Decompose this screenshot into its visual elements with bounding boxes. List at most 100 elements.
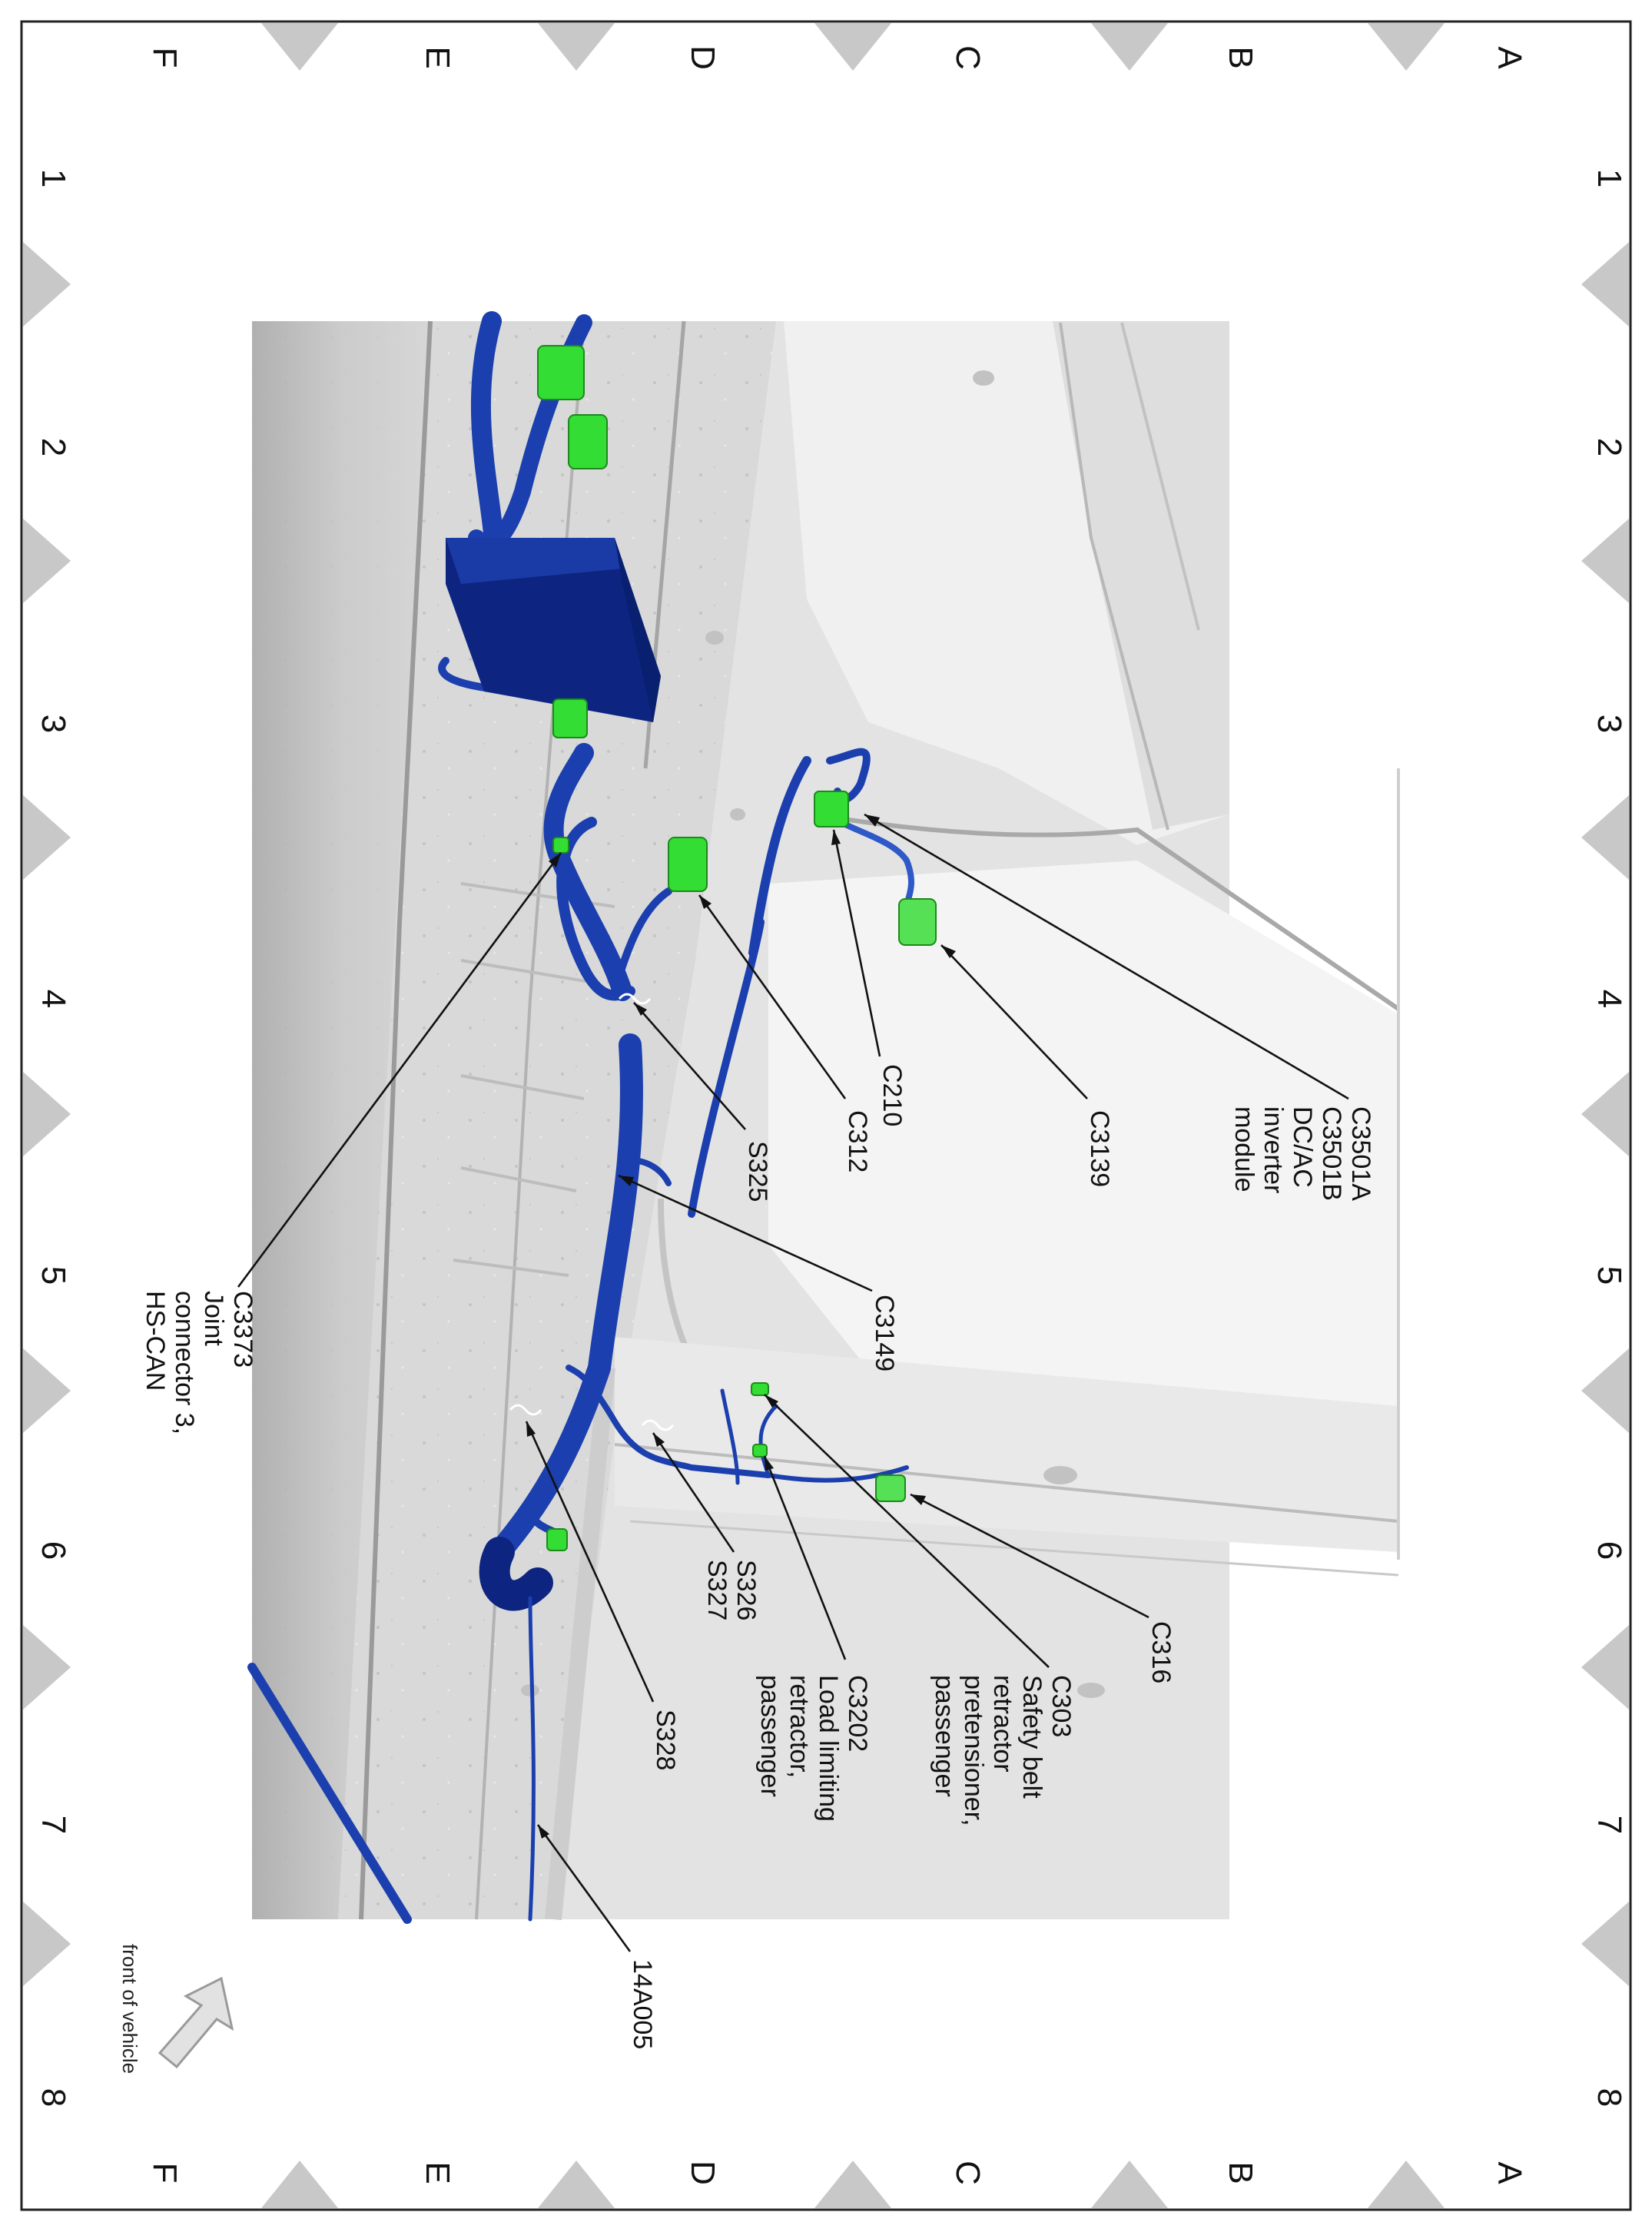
- callout-line: passenger: [755, 1675, 785, 1797]
- leader-s326-s327: [652, 1432, 735, 1553]
- callout-line: connector 3,: [170, 1291, 199, 1434]
- grid-row-labels-top: A B C D E F: [146, 45, 1528, 70]
- callout-line: S327: [702, 1560, 731, 1620]
- callout-line: C312: [843, 1110, 872, 1172]
- callout-line: S325: [743, 1141, 772, 1202]
- callout-c3373: C3373 Joint connector 3, HS-CAN: [141, 1291, 257, 1434]
- callout-line: S328: [651, 1710, 680, 1770]
- callout-line: pretensioner,: [959, 1675, 988, 1826]
- zone-markers: [23, 23, 1629, 2208]
- leader-14a005: [536, 1824, 632, 1952]
- front-of-vehicle-indicator: front of vehicle: [118, 1944, 234, 2074]
- callout-c210: C210: [877, 1064, 907, 1126]
- callout-line: C3202: [843, 1675, 872, 1752]
- callout-line: C303: [1047, 1675, 1076, 1737]
- grid-column-label: 7: [1591, 1816, 1628, 1834]
- connector: [537, 345, 585, 400]
- leader-c3202: [763, 1455, 847, 1660]
- grid-column-label: 4: [35, 990, 72, 1008]
- grid-row-labels-bottom: A B C D E F: [146, 2161, 1528, 2185]
- callout-line: module: [1229, 1106, 1259, 1192]
- grid-row-label: E: [419, 2161, 456, 2184]
- connector: [814, 791, 849, 827]
- leader-s325: [633, 1002, 746, 1130]
- leader-c3139: [940, 944, 1088, 1099]
- callout-line: C3501A: [1346, 1106, 1375, 1201]
- grid-column-label: 2: [35, 438, 72, 456]
- connector: [552, 837, 569, 854]
- callout-line: Joint: [199, 1291, 228, 1346]
- grid-column-label: 7: [35, 1816, 72, 1834]
- grid-column-label: 3: [1591, 715, 1628, 733]
- leader-c3501: [864, 813, 1349, 1100]
- vehicle-body-render: [252, 320, 1414, 1921]
- splice-markers: [509, 993, 675, 1431]
- callout-s326-s327: S326 S327: [702, 1560, 761, 1620]
- leader-c210: [832, 829, 881, 1057]
- callout-c3139: C3139: [1085, 1110, 1114, 1187]
- callout-line: C3501B: [1317, 1106, 1346, 1201]
- leader-c303: [764, 1394, 1050, 1668]
- grid-column-label: 5: [1591, 1266, 1628, 1285]
- connector: [898, 898, 937, 946]
- front-arrow-icon: [158, 1976, 234, 2069]
- connector: [552, 698, 588, 738]
- grid-row-label: F: [146, 2163, 184, 2184]
- front-of-vehicle-label: front of vehicle: [118, 1944, 141, 2074]
- grid-column-label: 8: [35, 2088, 72, 2107]
- callout-c312: C312: [843, 1110, 872, 1172]
- callout-line: C210: [877, 1064, 907, 1126]
- callout-c3202: C3202 Load limiting retractor, passenger: [755, 1675, 872, 1822]
- callout-line: Load limiting: [814, 1675, 843, 1822]
- dc-ac-inverter-module-body: [446, 538, 661, 722]
- drawing-frame: [20, 20, 1632, 2211]
- grid-row-label: A: [1491, 2161, 1528, 2184]
- callout-line: Safety belt: [1017, 1675, 1047, 1799]
- callout-line: DC/AC: [1288, 1106, 1317, 1188]
- callout-line: HS-CAN: [141, 1291, 170, 1391]
- connector: [546, 1528, 568, 1551]
- leader-c3373: [237, 852, 562, 1288]
- grid-row-label: A: [1491, 46, 1528, 69]
- grid-column-label: 3: [35, 715, 72, 733]
- grid-row-label: D: [684, 2161, 722, 2185]
- callout-line: C3139: [1085, 1110, 1114, 1187]
- callout-c316: C316: [1146, 1621, 1176, 1683]
- callout-line: passenger: [930, 1675, 959, 1797]
- grid-column-label: 8: [1591, 2088, 1628, 2107]
- leader-c312: [698, 894, 847, 1099]
- grid-column-label: 6: [1591, 1541, 1628, 1560]
- grid-row-label: B: [1222, 46, 1259, 68]
- leader-c3149: [618, 1174, 873, 1292]
- grid-row-label: C: [949, 2161, 987, 2185]
- connector: [668, 837, 708, 892]
- grid-column-label: 5: [35, 1266, 72, 1285]
- grid-column-label: 1: [1591, 169, 1628, 187]
- connector: [752, 1444, 768, 1458]
- callout-line: C3373: [228, 1291, 257, 1368]
- callout-c3149: C3149: [870, 1295, 899, 1371]
- grid-column-label: 4: [1591, 990, 1628, 1008]
- harness-connectors: [537, 345, 937, 1551]
- connector: [751, 1382, 769, 1396]
- grid-column-label: 6: [35, 1541, 72, 1560]
- grid-row-label: F: [146, 48, 184, 68]
- callout-line: retractor,: [785, 1675, 814, 1778]
- callout-c303: C303 Safety belt retractor pretensioner,…: [930, 1675, 1076, 1826]
- callout-line: inverter: [1259, 1106, 1288, 1193]
- callout-c3501: C3501A C3501B DC/AC inverter module: [1229, 1106, 1375, 1201]
- grid-row-label: C: [949, 45, 987, 70]
- grid-column-label: 2: [1591, 438, 1628, 456]
- leader-c316: [910, 1493, 1149, 1619]
- connector: [875, 1474, 906, 1502]
- grid-row-label: B: [1222, 2161, 1259, 2184]
- grid-column-labels-right: 1 2 3 4 5 6 7 8: [1591, 169, 1628, 2107]
- leader-lines: [237, 813, 1349, 1952]
- callout-s325: S325: [743, 1141, 772, 1202]
- callout-line: S326: [731, 1560, 761, 1620]
- connector: [568, 414, 608, 469]
- grid-row-label: D: [684, 45, 722, 70]
- callout-line: C3149: [870, 1295, 899, 1371]
- callout-line: retractor: [988, 1675, 1017, 1773]
